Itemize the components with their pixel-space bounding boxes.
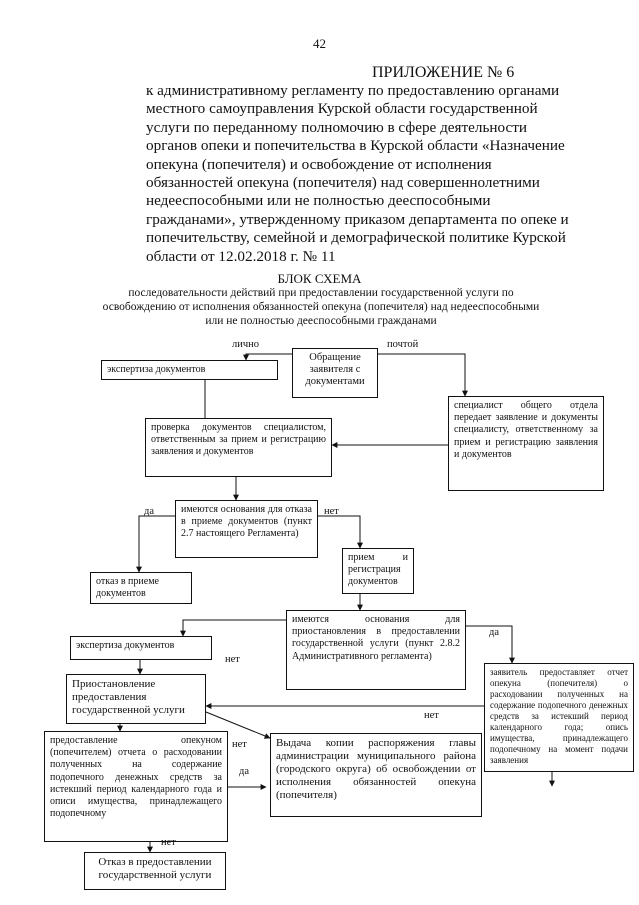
appendix-text: к административному регламенту по предос… xyxy=(146,82,576,266)
box-refusal-of-acceptance: отказ в приеме документов xyxy=(90,572,192,604)
box-text: прием и регистрация документов xyxy=(348,552,408,588)
box-refusal-grounds: имеются основания для отказа в приеме до… xyxy=(175,500,318,558)
box-service-suspension: Приостановление предоставления государст… xyxy=(66,674,206,724)
box-text: Выдача копии распоряжения главы админист… xyxy=(276,737,476,801)
box-document-expertise: экспертиза документов xyxy=(101,360,278,380)
box-text: экспертиза документов xyxy=(107,364,206,375)
box-text: предоставление опекуном (попечителем) от… xyxy=(50,735,222,820)
label-yes: да xyxy=(239,766,250,777)
label-yes: да xyxy=(489,627,500,638)
box-suspension-grounds: имеются основания для приостановления в … xyxy=(286,610,466,690)
appendix-line: области от 12.02.2018 г. № 11 xyxy=(146,247,336,265)
scheme-title: БЛОК СХЕМА xyxy=(277,271,362,286)
appendix-line: попечительству, семейной и демографическ… xyxy=(146,229,566,247)
appendix-line: органов опеки и попечительства в Курской… xyxy=(146,137,565,155)
appendix-line: гражданами», утвержденному приказом депа… xyxy=(146,210,569,228)
box-applicant-report: заявитель предоставляет отчет опекуна (п… xyxy=(484,663,634,772)
label-personally: лично xyxy=(232,339,260,350)
label-yes: да xyxy=(144,506,155,517)
box-text: Обращение заявителя с документами xyxy=(305,352,365,388)
box-general-department: специалист общего отдела передает заявле… xyxy=(448,396,604,491)
box-text: Отказ в предоставлении государственной у… xyxy=(98,856,212,881)
box-text: специалист общего отдела передает заявле… xyxy=(454,400,598,460)
appendix-line: к административному регламенту по предос… xyxy=(146,82,560,99)
box-document-expertise-2: экспертиза документов xyxy=(70,636,212,660)
box-text: отказ в приеме документов xyxy=(96,576,159,600)
box-text: экспертиза документов xyxy=(76,640,175,651)
label-no: нет xyxy=(324,506,339,517)
box-text: проверка документов специалистом, ответс… xyxy=(151,422,326,458)
page-number: 42 xyxy=(313,36,326,51)
box-service-refusal: Отказ в предоставлении государственной у… xyxy=(84,852,226,890)
appendix-title: ПРИЛОЖЕНИЕ № 6 xyxy=(372,64,515,81)
appendix-line: услуги по переданному полномочию в сфере… xyxy=(146,118,528,136)
appendix-line: обязанностей опекуна (попечителя) над со… xyxy=(146,174,540,192)
label-no: нет xyxy=(424,710,439,721)
label-no: нет xyxy=(232,739,247,750)
appendix-line: опекуна (попечителя) и освобождение от и… xyxy=(146,155,492,173)
box-text: имеются основания для отказа в приеме до… xyxy=(181,504,312,540)
box-acceptance-registration: прием и регистрация документов xyxy=(342,548,414,594)
label-no: нет xyxy=(225,654,240,665)
scheme-subtitle: последовательности действий при предоста… xyxy=(96,286,546,328)
label-by-mail: почтой xyxy=(387,339,419,350)
box-guardian-report: предоставление опекуном (попечителем) от… xyxy=(44,731,228,842)
label-no: нет xyxy=(161,837,176,848)
appendix-line: недееспособными или не полностью дееспос… xyxy=(146,192,491,210)
box-order-copy-issue: Выдача копии распоряжения главы админист… xyxy=(270,733,482,817)
appendix-line: местного самоуправления Курской области … xyxy=(146,100,538,118)
box-text: заявитель предоставляет отчет опекуна (п… xyxy=(490,667,628,765)
scheme-subtitle-line: последовательности действий при предоста… xyxy=(128,287,514,299)
scheme-subtitle-line: освобождению от исполнения обязанностей … xyxy=(102,301,540,313)
box-text: Приостановление предоставления государст… xyxy=(72,678,185,716)
box-applicant-request: Обращение заявителя с документами xyxy=(292,348,378,398)
box-document-check: проверка документов специалистом, ответс… xyxy=(145,418,332,477)
scheme-subtitle-line: или не полностью дееспособными гражданам… xyxy=(205,315,437,327)
box-text: имеются основания для приостановления в … xyxy=(292,614,460,662)
